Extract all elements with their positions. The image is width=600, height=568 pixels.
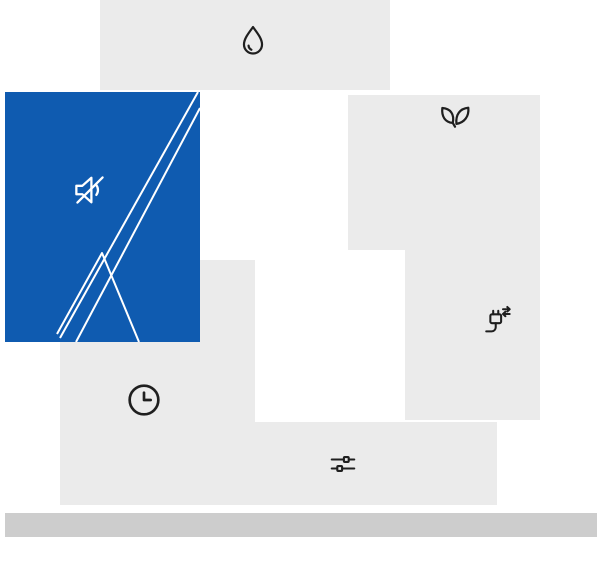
tile-eco[interactable] — [348, 95, 540, 250]
tile-power-connect[interactable] — [405, 250, 540, 420]
tile-mute[interactable] — [5, 92, 200, 342]
plug-swap-icon — [478, 301, 516, 339]
speaker-muted-icon — [69, 169, 111, 211]
sliders-icon — [325, 446, 361, 482]
tile-water[interactable] — [100, 0, 390, 90]
water-drop-icon — [234, 22, 272, 60]
leaves-icon — [436, 96, 474, 134]
clock-icon — [124, 380, 164, 420]
selection-ribbon — [56, 92, 200, 342]
bottom-scrollbar-track[interactable] — [5, 513, 597, 537]
